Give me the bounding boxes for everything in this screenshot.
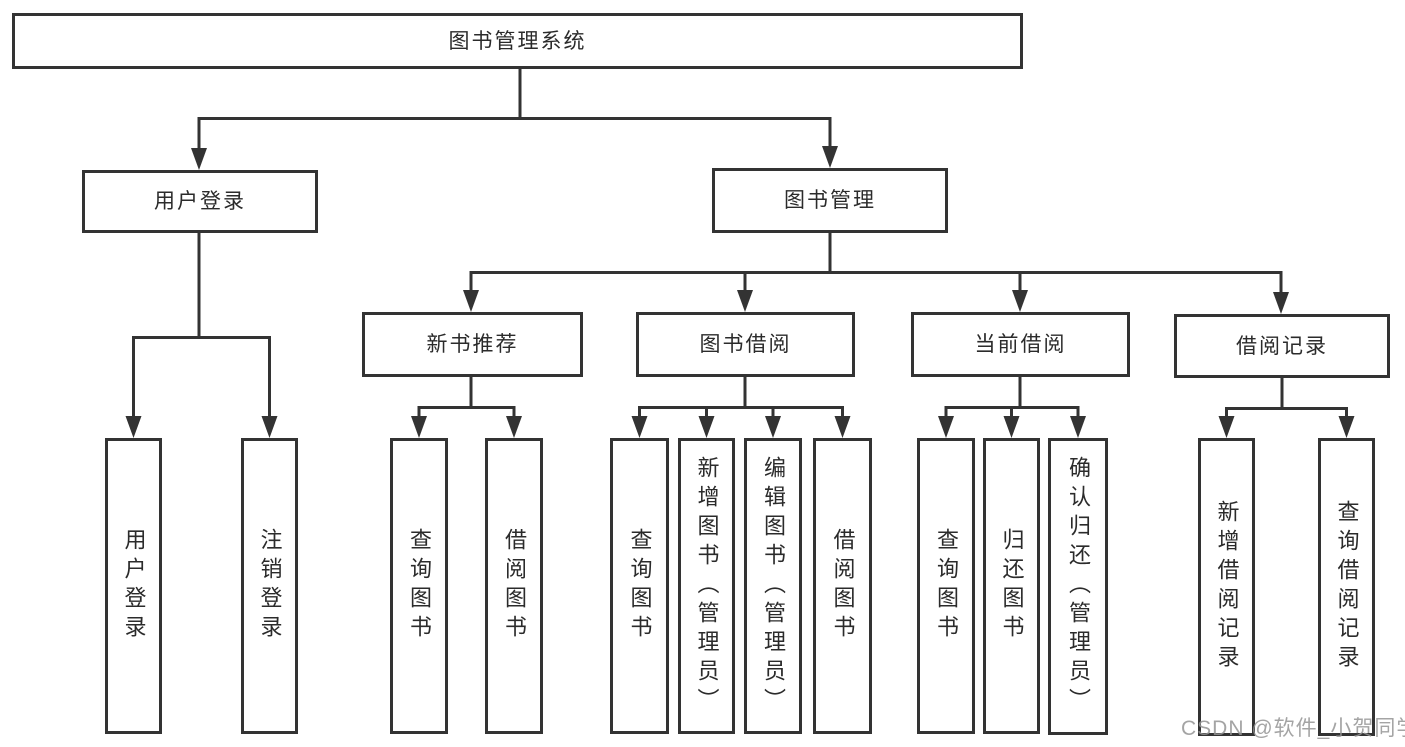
arrowhead [463,290,479,312]
leaf-edit-books-admin: 编辑图书（管理员） [744,438,802,734]
leaf-query-borrow-record: 查询借阅记录 [1318,438,1375,736]
node-user-login: 用户登录 [82,170,318,233]
leaf-query-books-current: 查询图书 [917,438,975,734]
arrowhead [1003,416,1020,438]
arrowhead [1273,292,1289,314]
leaf-confirm-return-admin: 确认归还（管理员） [1048,438,1108,735]
node-new-book-recommendation: 新书推荐 [362,312,583,377]
leaf-borrow-books-recommend: 借阅图书 [485,438,543,734]
leaf-logout: 注销登录 [241,438,298,734]
arrowhead [1218,416,1235,438]
leaf-add-borrow-record: 新增借阅记录 [1198,438,1255,736]
arrowhead [737,290,753,312]
node-current-borrowing: 当前借阅 [911,312,1130,377]
leaf-query-books-borrowing: 查询图书 [610,438,669,734]
arrowhead [938,416,954,438]
arrowhead [822,146,838,168]
arrowhead [1012,290,1028,312]
node-borrowing-records: 借阅记录 [1174,314,1390,378]
arrowhead [698,416,715,438]
arrowhead [125,416,142,438]
arrowhead [411,416,427,438]
leaf-add-books-admin: 新增图书（管理员） [678,438,735,734]
arrowhead [1070,416,1086,438]
arrowhead [191,148,207,170]
arrowhead [834,416,851,438]
arrowhead [506,416,522,438]
csdn-watermark: CSDN @软件_小贺同学 [1181,717,1405,740]
arrowhead [631,416,648,438]
leaf-user-login: 用户登录 [105,438,162,734]
leaf-query-books-recommend: 查询图书 [390,438,448,734]
leaf-return-books: 归还图书 [983,438,1040,734]
node-library-system: 图书管理系统 [12,13,1023,69]
leaf-borrow-books-borrowing: 借阅图书 [813,438,872,734]
arrowhead [261,416,278,438]
node-book-borrowing: 图书借阅 [636,312,855,377]
node-book-management: 图书管理 [712,168,948,233]
arrowhead [765,416,781,438]
arrowhead [1338,416,1355,438]
